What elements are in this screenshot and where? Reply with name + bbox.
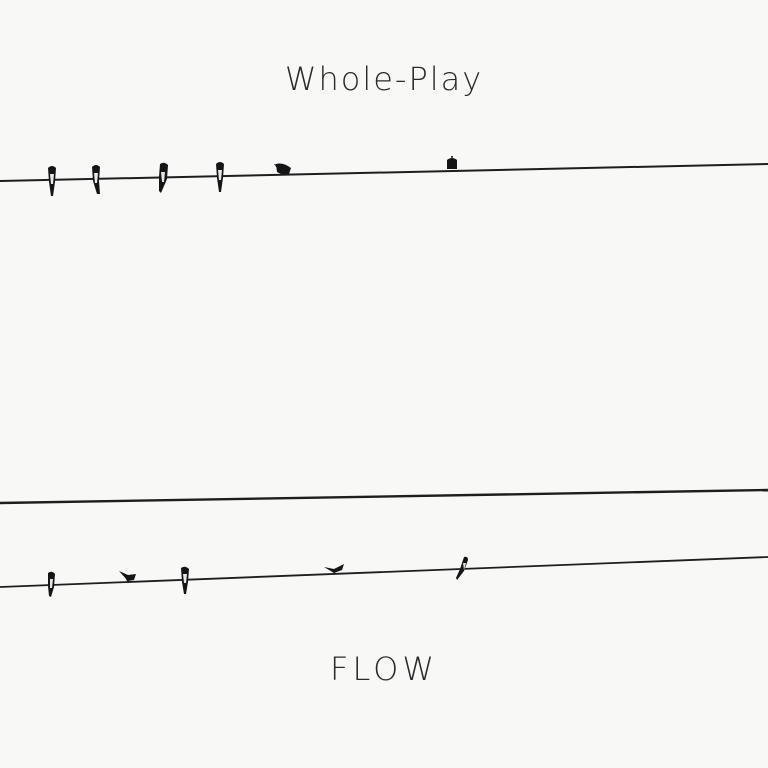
bird-top-1 <box>48 166 56 196</box>
middle-wire <box>0 488 768 505</box>
bird-top-4 <box>216 162 224 192</box>
bird-top-5 <box>274 163 291 174</box>
bird-bottom-5 <box>456 556 468 580</box>
bird-bottom-1 <box>48 571 55 597</box>
bird-top-6 <box>447 156 457 169</box>
bird-top-3 <box>159 162 168 193</box>
bird-bottom-3 <box>181 566 189 594</box>
bird-bottom-4 <box>324 564 344 575</box>
top-wire <box>0 163 768 182</box>
bird-top-2 <box>92 165 100 194</box>
bird-bottom-2 <box>119 571 136 583</box>
album-title: FLOW <box>330 650 438 688</box>
artist-name: Whole-Play <box>284 60 484 98</box>
bottom-wire <box>0 556 768 588</box>
